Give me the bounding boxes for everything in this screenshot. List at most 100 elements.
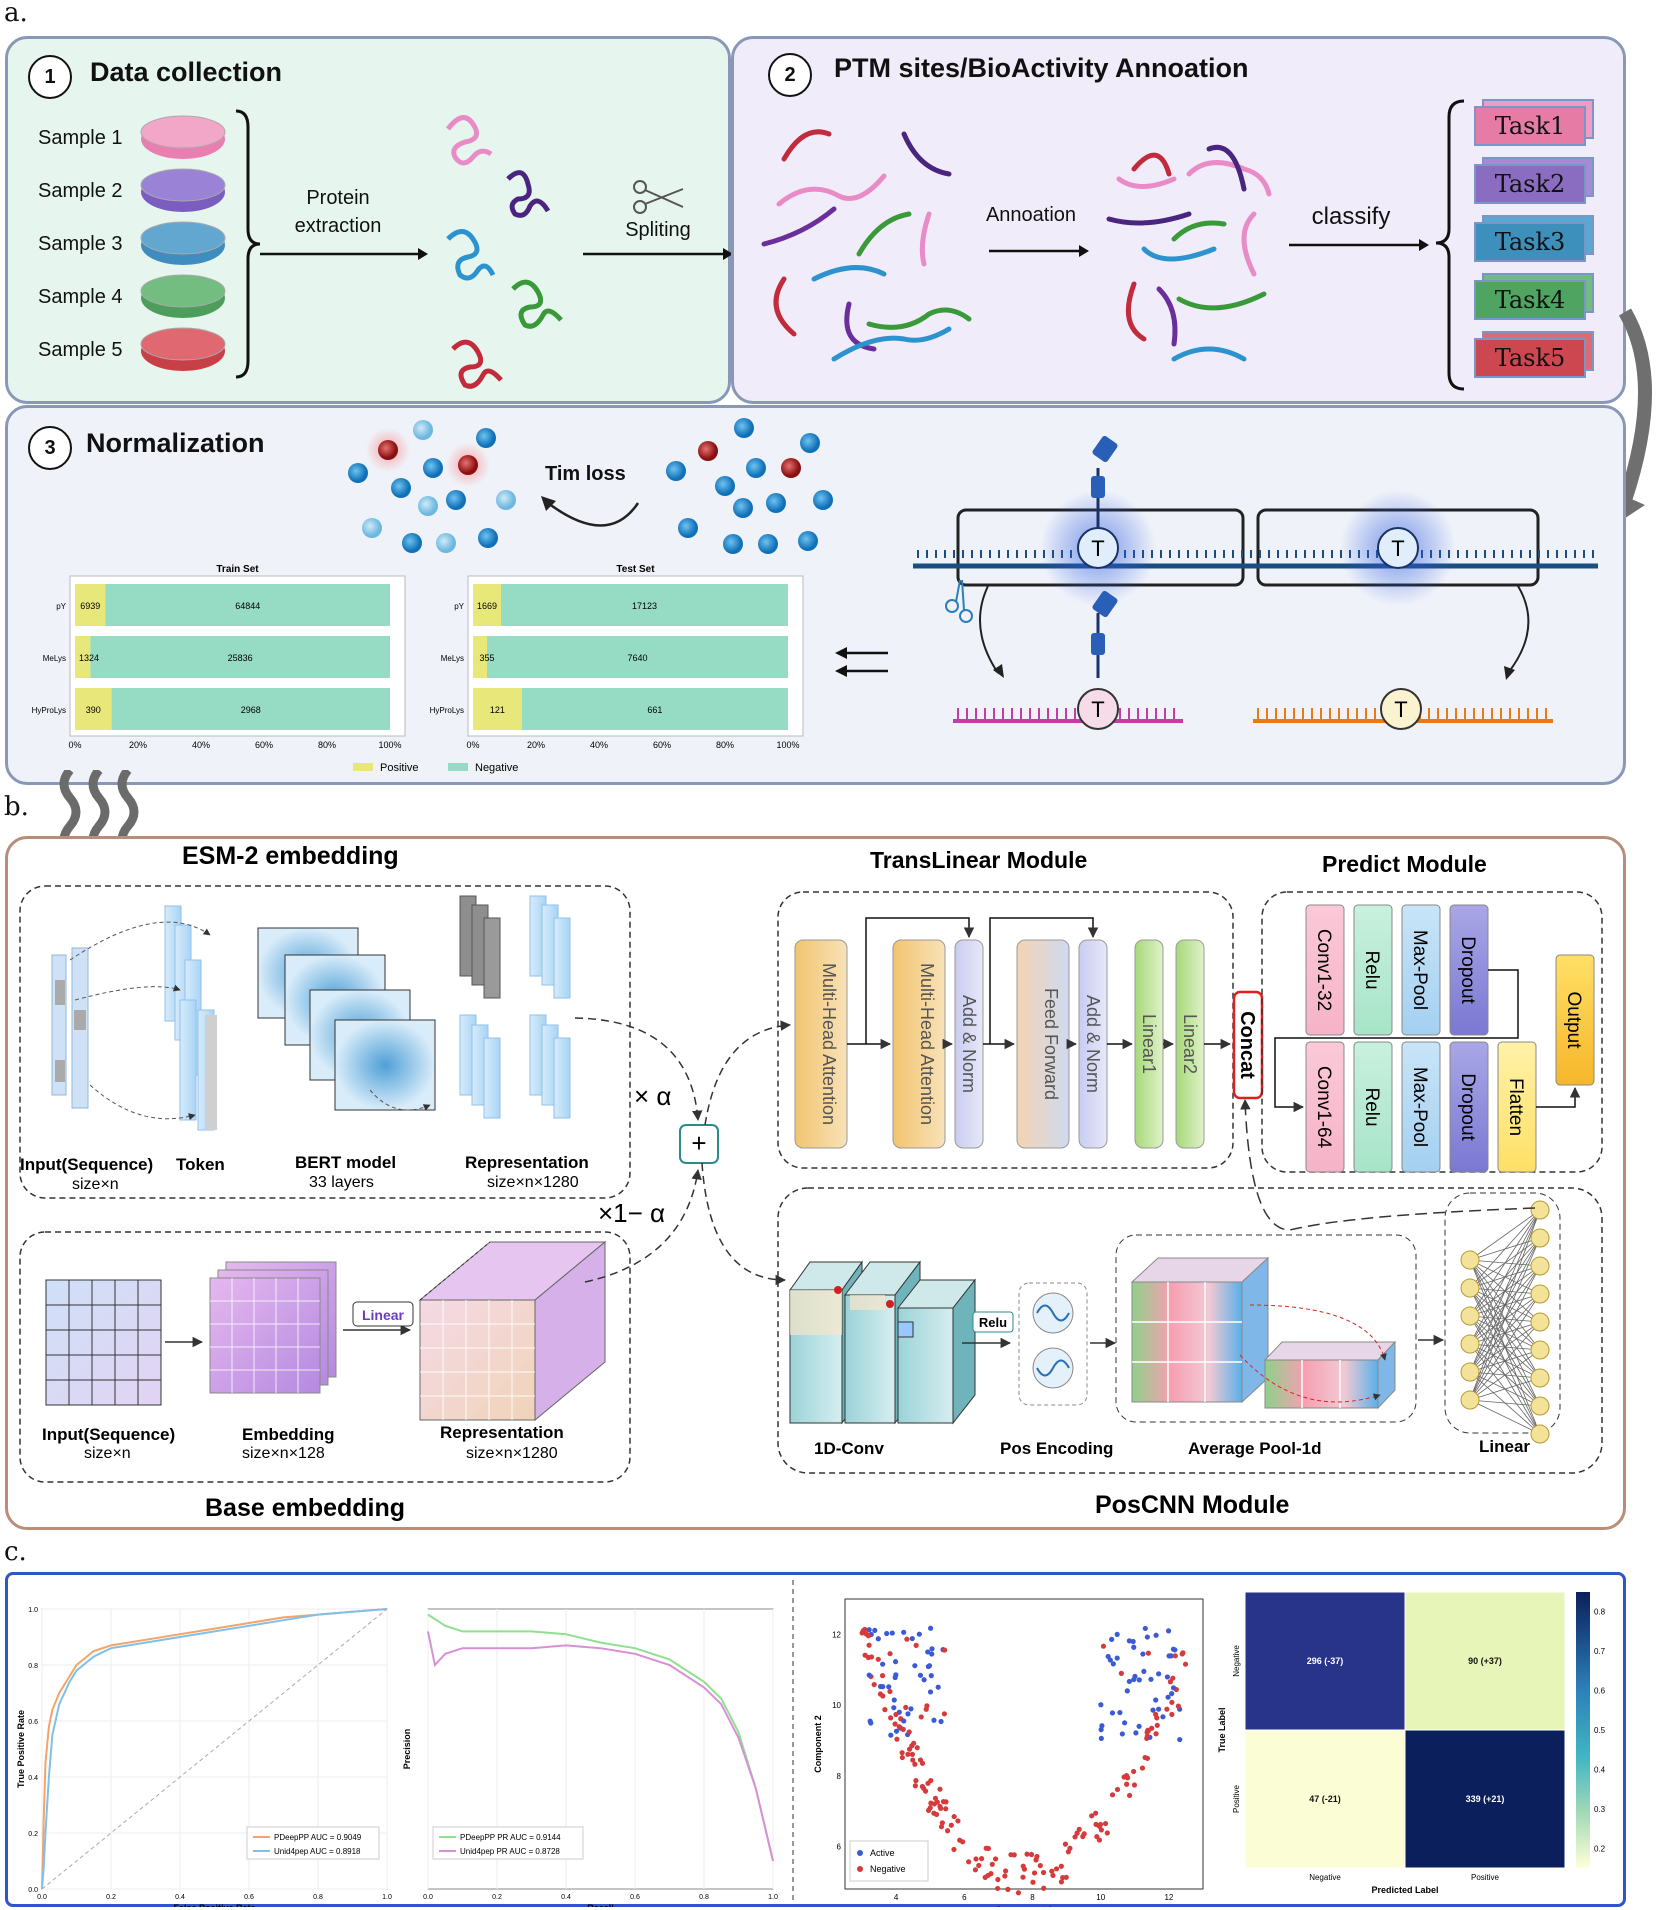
scatter-point bbox=[925, 1649, 931, 1655]
protein-label: Protein bbox=[306, 187, 370, 209]
y-axis-label: Component 2 bbox=[813, 1715, 823, 1773]
scatter-point bbox=[1110, 1661, 1116, 1667]
colorbar bbox=[1576, 1592, 1590, 1868]
scatter-point bbox=[1166, 1653, 1172, 1659]
scatter-point bbox=[882, 1707, 888, 1713]
y-tick-label: 0.4 bbox=[28, 1775, 38, 1782]
scatter-point bbox=[941, 1711, 948, 1717]
heatmap-value: 47 (-21) bbox=[1309, 1794, 1341, 1804]
y-tick-label: 6 bbox=[837, 1843, 842, 1852]
x-tick-label: 0.6 bbox=[244, 1894, 254, 1901]
bar-negative bbox=[111, 688, 390, 730]
panel-label-c: c. bbox=[4, 1537, 27, 1567]
scatter-point bbox=[1003, 1868, 1009, 1874]
scatter-point bbox=[877, 1683, 884, 1690]
scatter-point bbox=[1040, 1869, 1047, 1876]
scatter-point bbox=[877, 1691, 884, 1697]
nn-node bbox=[1460, 1306, 1480, 1326]
target-node-label: T bbox=[1391, 536, 1404, 561]
scatter-point bbox=[1164, 1706, 1170, 1712]
scatter-point bbox=[929, 1646, 935, 1652]
panel-label-b: b. bbox=[4, 792, 29, 822]
nn-edge bbox=[1469, 1399, 1541, 1407]
x-tick-label: 0.0 bbox=[37, 1894, 47, 1901]
scatter-point bbox=[1098, 1735, 1104, 1742]
heatmap-value: 339 (+21) bbox=[1466, 1794, 1505, 1804]
bar-positive bbox=[75, 584, 106, 626]
scatter-point bbox=[1167, 1679, 1173, 1685]
task-card: Task1 bbox=[1474, 106, 1586, 146]
x-tick-label: 100% bbox=[776, 740, 799, 750]
architecture-diagram: Input(Sequence) size×n Token BERT model … bbox=[19, 842, 1603, 1522]
legend-swatch bbox=[857, 1850, 863, 1856]
scatter-point bbox=[906, 1746, 913, 1752]
step-number-2: 2 bbox=[768, 53, 812, 97]
conv1d-label: 1D-Conv bbox=[814, 1439, 884, 1458]
scatter-point bbox=[920, 1785, 927, 1791]
x-axis-label: Recall bbox=[587, 1903, 614, 1907]
scatter-point bbox=[973, 1856, 979, 1862]
scatter-point bbox=[1049, 1868, 1055, 1874]
scatter-point bbox=[879, 1673, 886, 1679]
heatmap-value: 296 (-37) bbox=[1307, 1656, 1344, 1666]
scatter-point bbox=[1172, 1653, 1178, 1659]
ptm-annotation-title: PTM sites/BioActivity Annoation bbox=[834, 53, 1249, 83]
y-tick-label: Positive bbox=[1232, 1784, 1241, 1813]
nn-node bbox=[1530, 1256, 1550, 1276]
y-tick-label: 1.0 bbox=[28, 1607, 38, 1614]
x-tick-label: 0.0 bbox=[423, 1894, 433, 1901]
scatter-point bbox=[1058, 1863, 1064, 1869]
double-arrow-icon bbox=[835, 647, 888, 677]
scatter-point bbox=[899, 1750, 905, 1756]
scatter-point bbox=[1008, 1852, 1014, 1858]
x-tick-label: 60% bbox=[255, 740, 273, 750]
scatter-point bbox=[1093, 1810, 1099, 1816]
scatter-point bbox=[900, 1726, 906, 1732]
scatter-point bbox=[1109, 1792, 1116, 1798]
x-tick-label: 0.8 bbox=[313, 1894, 323, 1901]
scatter-point bbox=[909, 1751, 915, 1757]
bar-negative bbox=[521, 688, 788, 730]
classify-label: classify bbox=[1311, 203, 1391, 230]
category-label: HyProLys bbox=[430, 706, 464, 715]
colorbar-tick: 0.5 bbox=[1594, 1726, 1606, 1735]
normalization-title: Normalization bbox=[86, 428, 265, 458]
series-line bbox=[41, 1608, 388, 1890]
conv64-label: Conv1-64 bbox=[1313, 1066, 1334, 1149]
x-tick-label: Negative bbox=[1309, 1873, 1341, 1882]
value-label: 1324 bbox=[79, 653, 99, 663]
scatter-point bbox=[906, 1729, 912, 1735]
petri-dish-icon bbox=[140, 115, 226, 159]
y-axis-label: Precision bbox=[402, 1729, 412, 1770]
x-tick-label: 12 bbox=[1164, 1893, 1173, 1902]
value-label: 1669 bbox=[477, 601, 497, 611]
scatter-point bbox=[944, 1828, 951, 1834]
scissors-icon bbox=[945, 579, 973, 623]
scatter-point bbox=[905, 1711, 911, 1717]
series-line bbox=[41, 1608, 388, 1890]
nn-node bbox=[1530, 1228, 1550, 1248]
nn-node bbox=[1460, 1390, 1480, 1410]
linear-layer-label: Linear bbox=[1479, 1437, 1530, 1456]
x-tick-label: 60% bbox=[653, 740, 671, 750]
x-tick-label: 0% bbox=[466, 740, 479, 750]
x-tick-label: 1.0 bbox=[382, 1894, 392, 1901]
x-tick-label: 1.0 bbox=[768, 1894, 778, 1901]
category-label: MeLys bbox=[43, 654, 66, 663]
scatter-point bbox=[972, 1867, 979, 1873]
maxpool-label: Max-Pool bbox=[1409, 930, 1430, 1010]
sample-label: Sample 2 bbox=[38, 180, 123, 202]
scatter-point bbox=[904, 1636, 910, 1642]
bar-positive bbox=[75, 636, 91, 678]
scatter-point bbox=[1119, 1731, 1125, 1737]
step-number-3: 3 bbox=[28, 426, 72, 470]
scatter-point bbox=[892, 1659, 899, 1665]
embedding-stack bbox=[209, 1261, 337, 1394]
sample-label: Sample 5 bbox=[38, 339, 123, 361]
scatter-point bbox=[1136, 1723, 1142, 1729]
peptides-graphic bbox=[761, 99, 1465, 391]
legend-label: PDeepPP PR AUC = 0.9144 bbox=[460, 1833, 561, 1842]
category-label: MeLys bbox=[441, 654, 464, 663]
target-node-label: T bbox=[1091, 536, 1104, 561]
conv1d-blocks bbox=[789, 1260, 977, 1425]
